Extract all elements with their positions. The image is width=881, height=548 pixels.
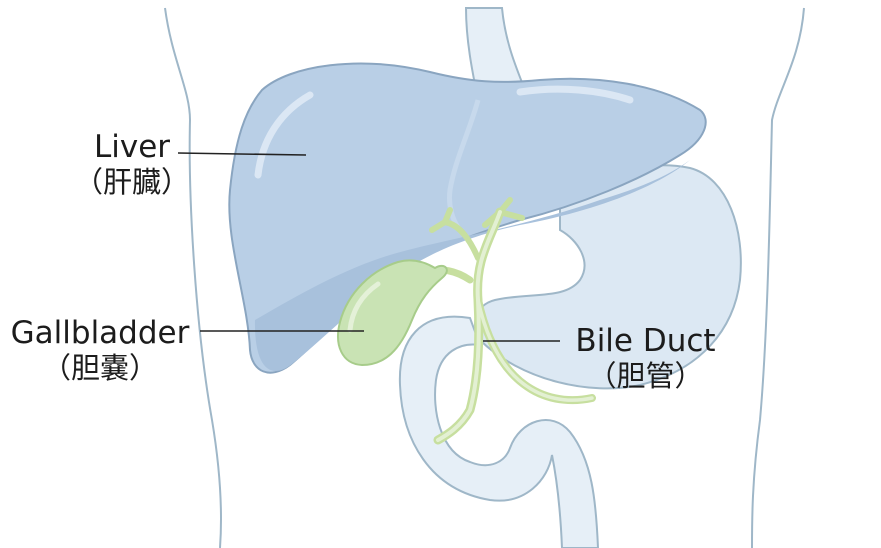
bile-duct-label-en: Bile Duct <box>575 323 716 359</box>
bile-duct-label-jp: （胆管） <box>587 359 704 394</box>
torso-left-outline <box>164 7 223 548</box>
bile-duct-inner <box>436 210 594 442</box>
bile-duct-label: Bile Duct （胆管） <box>563 324 728 393</box>
gallbladder-label-jp: （胆嚢） <box>41 351 158 386</box>
gallbladder-label-en: Gallbladder <box>10 315 190 351</box>
stomach <box>474 164 742 390</box>
gallbladder-highlight <box>347 281 381 333</box>
liver-label-jp: （肝臓） <box>73 165 190 200</box>
gallbladder-label: Gallbladder （胆嚢） <box>0 316 200 385</box>
gallbladder <box>337 259 448 367</box>
liver-lobe-line <box>447 99 481 232</box>
torso-right-outline <box>751 7 805 548</box>
liver-highlight-right <box>516 85 634 104</box>
liver-leader-line <box>177 152 307 156</box>
liver-underside <box>254 160 690 372</box>
liver-highlight-left <box>254 91 314 179</box>
liver-label: Liver （肝臓） <box>62 130 202 199</box>
liver-label-en: Liver <box>93 129 171 165</box>
